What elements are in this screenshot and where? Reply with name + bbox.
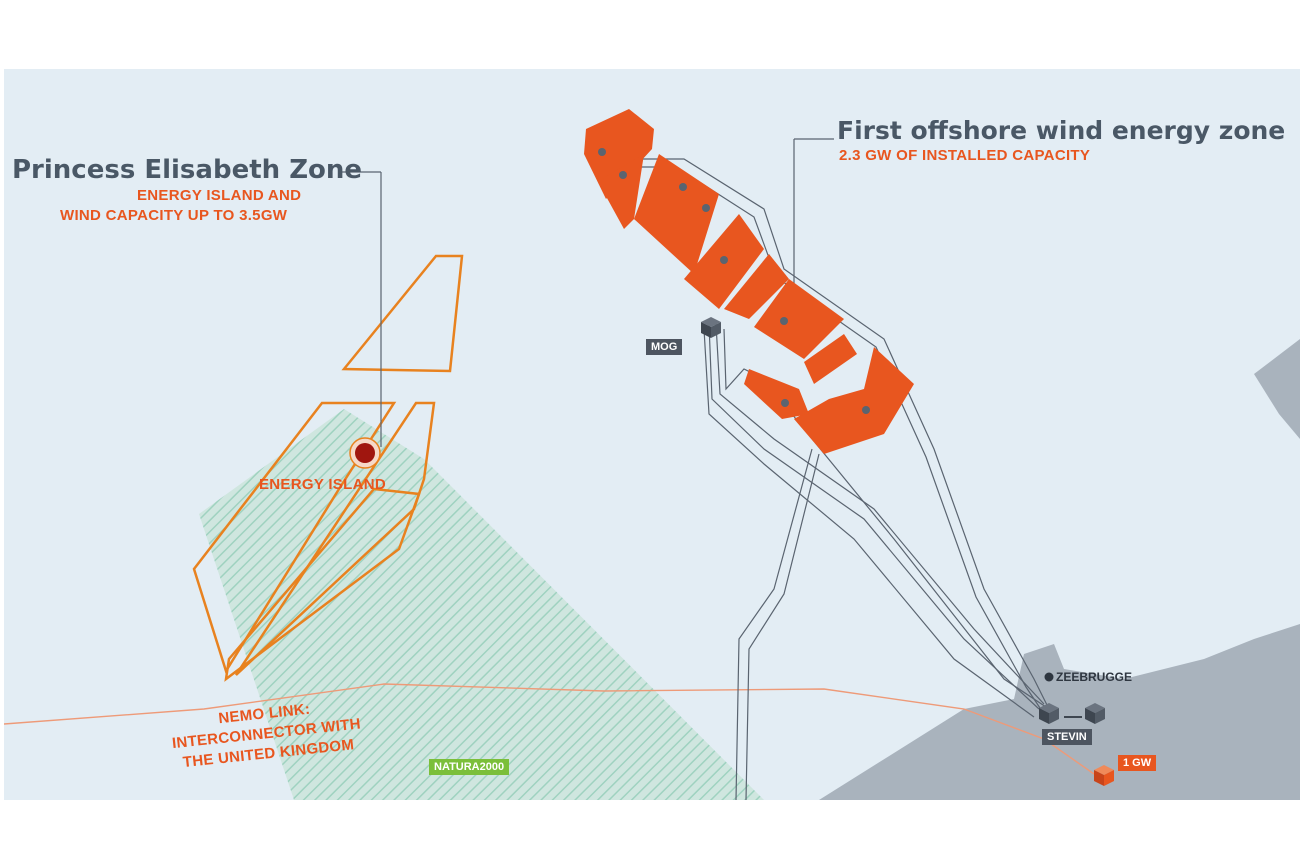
map-graphics bbox=[4, 109, 1300, 800]
stevin-label: STEVIN bbox=[1042, 729, 1092, 745]
natura2000-area bbox=[199, 409, 764, 800]
natura2000-label: NATURA2000 bbox=[429, 759, 510, 775]
nemo-link-cable bbox=[4, 683, 1095, 775]
zeebrugge-dot bbox=[1044, 672, 1054, 682]
stevin-substation-icon-1 bbox=[1039, 703, 1059, 724]
land-belgium bbox=[819, 624, 1300, 800]
princess-zone-subtitle-line2: WIND CAPACITY UP TO 3.5GW bbox=[60, 207, 288, 224]
first-zone-title: First offshore wind energy zone bbox=[837, 116, 1286, 145]
princess-zone-subtitle-line1: ENERGY ISLAND AND bbox=[137, 187, 302, 204]
first-zone-wind-farms bbox=[584, 109, 914, 454]
princess-zone-title: Princess Elisabeth Zone bbox=[12, 155, 363, 185]
one-gw-substation-icon bbox=[1094, 765, 1114, 786]
zeebrugge-label: ZEEBRUGGE bbox=[1056, 670, 1133, 684]
first-zone-subtitle: 2.3 GW OF INSTALLED CAPACITY bbox=[839, 147, 1091, 164]
stevin-substation-icon-2 bbox=[1085, 703, 1105, 724]
land-netherlands bbox=[1254, 339, 1300, 439]
princess-elisabeth-zone-outlines bbox=[192, 254, 464, 682]
mog-substation-icon bbox=[701, 317, 721, 338]
energy-island-label: ENERGY ISLAND bbox=[259, 476, 386, 493]
energy-island-marker bbox=[355, 443, 375, 463]
wind-farm-dots bbox=[598, 148, 870, 414]
one-gw-label: 1 GW bbox=[1118, 755, 1157, 771]
map-canvas[interactable]: Princess Elisabeth Zone ENERGY ISLAND AN… bbox=[4, 69, 1300, 800]
mog-label: MOG bbox=[646, 339, 683, 355]
